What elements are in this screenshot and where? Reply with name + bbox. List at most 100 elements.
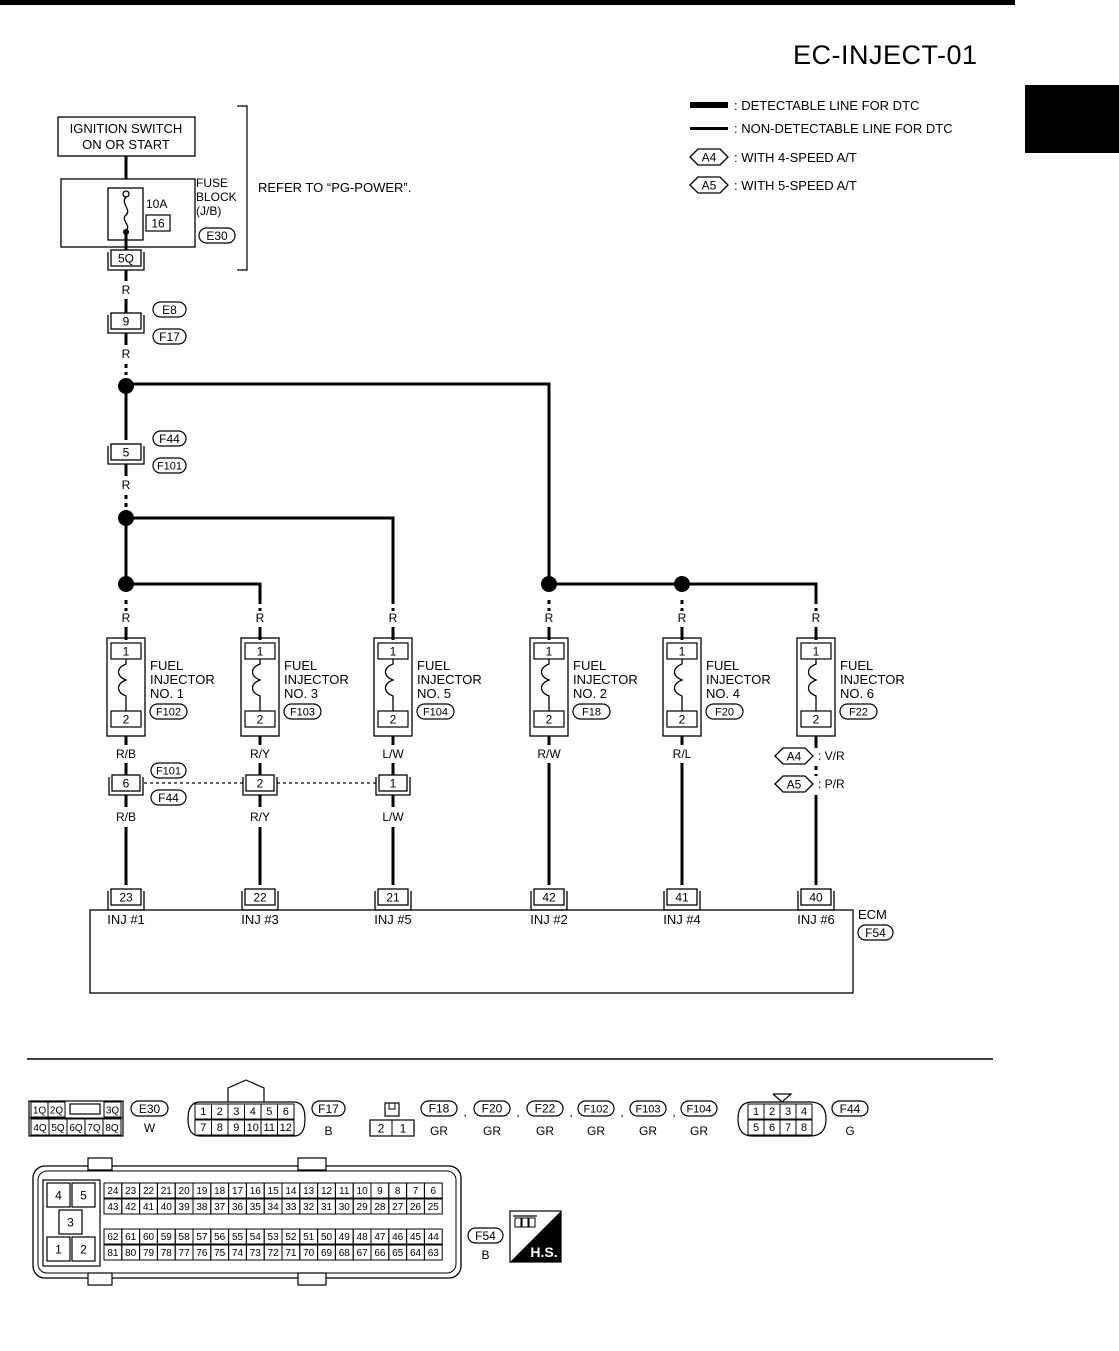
injector-connector-tag: F18: [572, 703, 611, 720]
cell-label: 5: [266, 1106, 272, 1118]
injector-name-2: INJECTOR: [706, 672, 771, 687]
cell-label: 52: [285, 1232, 297, 1243]
cell: [423, 1244, 443, 1261]
cell-label: 71: [285, 1248, 297, 1259]
branch-injector-6: [682, 582, 818, 600]
cell-label: 67: [357, 1248, 369, 1259]
ecm-pin-label: INJ #4: [663, 912, 701, 927]
joint-connector-row: F101 F44: [144, 762, 378, 806]
f54-big-pin: [46, 1236, 71, 1262]
page-code: EC-INJECT-01: [793, 40, 978, 70]
injector-connector-tag: F20: [705, 703, 744, 720]
cell-label: 36: [232, 1202, 244, 1213]
cell-label: 8: [217, 1122, 223, 1134]
cell-label: 2: [769, 1106, 775, 1118]
tag-f54-b-label: F54: [475, 1229, 496, 1243]
cell-label: 5: [753, 1122, 759, 1134]
cell-label: 18: [214, 1186, 226, 1197]
cell-label: 81: [107, 1248, 119, 1259]
two-pin-color: GR: [690, 1124, 708, 1138]
two-pin-separator: ,: [620, 1105, 623, 1119]
injector-pin-bottom: 2: [390, 713, 397, 727]
joint-connector-5: 5: [107, 443, 145, 465]
cell-label: 61: [125, 1232, 137, 1243]
cell-label: 10: [247, 1122, 259, 1134]
2pin-pin-1: 1: [400, 1122, 407, 1136]
cell-label: 31: [321, 1202, 333, 1213]
cell-label: 44: [428, 1232, 440, 1243]
joint-connector-9-term: 9: [123, 315, 130, 329]
wire-color-r: R: [122, 283, 131, 297]
cell: [423, 1228, 443, 1245]
cell-label: 4Q: [33, 1123, 47, 1134]
cell-label: 7: [413, 1186, 419, 1197]
injector-in-wire-color: R: [678, 611, 687, 625]
injector-pin-top: 1: [390, 645, 397, 659]
f54-big-pin: [71, 1182, 96, 1208]
cell-label: 11: [339, 1186, 350, 1197]
injector-pin-bottom: 2: [679, 713, 686, 727]
cell: [47, 1101, 66, 1118]
cell-label: 30: [339, 1202, 351, 1213]
hs-icon-label: H.S.: [530, 1244, 557, 1260]
f54-big-pin-label: 1: [55, 1243, 62, 1257]
legend: : DETECTABLE LINE FOR DTC : NON-DETECTAB…: [689, 98, 953, 194]
injector-name-2: INJECTOR: [417, 672, 482, 687]
ignition-switch-line1: IGNITION SWITCH: [70, 121, 183, 136]
cell-label: 9: [233, 1122, 239, 1134]
injector-name-2: INJECTOR: [150, 672, 215, 687]
injector-name-1: FUEL: [840, 658, 873, 673]
injector-name-2: INJECTOR: [840, 672, 905, 687]
injector-pin-top: 1: [813, 645, 820, 659]
two-pin-tag-label: F20: [482, 1102, 503, 1116]
fuse-number-box: [145, 214, 171, 232]
cell: [423, 1182, 443, 1199]
fuse-block-line3: (J/B): [196, 204, 221, 218]
ecm-wire-color: R/Y: [250, 810, 270, 824]
injector-connector-tag: F104: [416, 703, 455, 720]
injector-name-3: NO. 5: [417, 686, 451, 701]
two-pin-tag-label: F18: [429, 1102, 450, 1116]
cell-label: 8: [801, 1122, 807, 1134]
cell-label: 34: [268, 1202, 280, 1213]
injector-pin-top: 1: [679, 645, 686, 659]
injector-name-1: FUEL: [417, 658, 450, 673]
injector-name-3: NO. 3: [284, 686, 318, 701]
tag-f44-c-label: F44: [840, 1102, 861, 1116]
cell-label: 2Q: [50, 1106, 64, 1117]
branch-injector-5: [126, 516, 395, 600]
cell-label: 35: [250, 1202, 262, 1213]
f54-big-pin: [46, 1182, 71, 1208]
cell-label: 16: [250, 1186, 262, 1197]
cell-label: 45: [410, 1232, 422, 1243]
cell-label: 76: [196, 1248, 208, 1259]
cell-label: 57: [196, 1232, 208, 1243]
e30-color: W: [144, 1121, 156, 1135]
cell-label: 60: [143, 1232, 155, 1243]
cell-label: 56: [214, 1232, 226, 1243]
top-rule: [0, 0, 1015, 5]
cell-label: 68: [339, 1248, 351, 1259]
cell-label: 12: [321, 1186, 333, 1197]
two-pin-tag-label: F104: [686, 1104, 711, 1116]
f54-big-pin-label: 2: [80, 1243, 87, 1257]
ecm-label: ECM: [858, 907, 887, 922]
injector-connector-tag: F102: [149, 703, 188, 720]
tag-f101-b-label: F101: [156, 766, 181, 778]
fuse-block-line1: FUSE: [196, 176, 228, 190]
ecm-wire-color: L/W: [382, 810, 404, 824]
legend-a4-tag: A4: [702, 151, 717, 165]
cell-label: 6: [431, 1186, 437, 1197]
cell-label: 6Q: [69, 1123, 83, 1134]
cell-label: 69: [321, 1248, 333, 1259]
cell: [102, 1118, 122, 1136]
